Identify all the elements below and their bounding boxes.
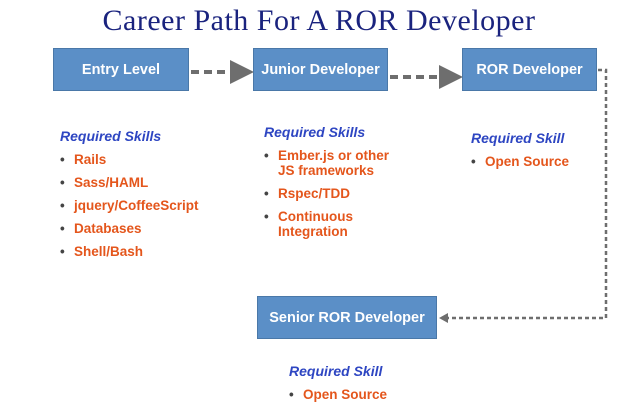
skills-ror-developer: Required Skill Open Source	[471, 130, 621, 177]
arrow-ror-to-senior	[443, 68, 608, 320]
skills-senior-ror-developer: Required Skill Open Source	[289, 363, 439, 410]
page-title: Career Path For A ROR Developer	[102, 4, 536, 37]
skills-entry-level: Required Skills Rails Sass/HAML jquery/C…	[60, 128, 240, 267]
skills-heading: Required Skill	[471, 130, 565, 146]
skill-item: Continuous Integration	[264, 209, 404, 239]
skill-item: Open Source	[289, 387, 439, 402]
skill-item: Sass/HAML	[60, 175, 240, 190]
skill-item: Ember.js or other JS frameworks	[264, 148, 404, 178]
skill-item: Shell/Bash	[60, 244, 240, 259]
node-ror-developer-label: ROR Developer	[476, 61, 583, 78]
skill-item: Rails	[60, 152, 240, 167]
skill-item: Rspec/TDD	[264, 186, 404, 201]
skill-item: Open Source	[471, 154, 621, 169]
skills-heading: Required Skill	[289, 363, 383, 379]
skills-heading: Required Skills	[264, 124, 366, 140]
node-entry-level-label: Entry Level	[81, 61, 161, 78]
arrow-ror-to-senior-head	[439, 313, 448, 323]
node-ror-developer: ROR Developer	[462, 48, 597, 91]
skill-item: Databases	[60, 221, 240, 236]
skill-item: jquery/CoffeeScript	[60, 198, 240, 213]
skills-heading: Required Skills	[60, 128, 162, 144]
node-entry-level: Entry Level	[53, 48, 189, 91]
skills-junior-developer: Required Skills Ember.js or other JS fra…	[264, 124, 404, 247]
node-senior-ror-developer: Senior ROR Developer	[257, 296, 437, 339]
node-junior-developer-label: Junior Developer	[261, 61, 380, 78]
node-junior-developer: Junior Developer	[253, 48, 388, 91]
node-senior-ror-developer-label: Senior ROR Developer	[269, 309, 425, 326]
